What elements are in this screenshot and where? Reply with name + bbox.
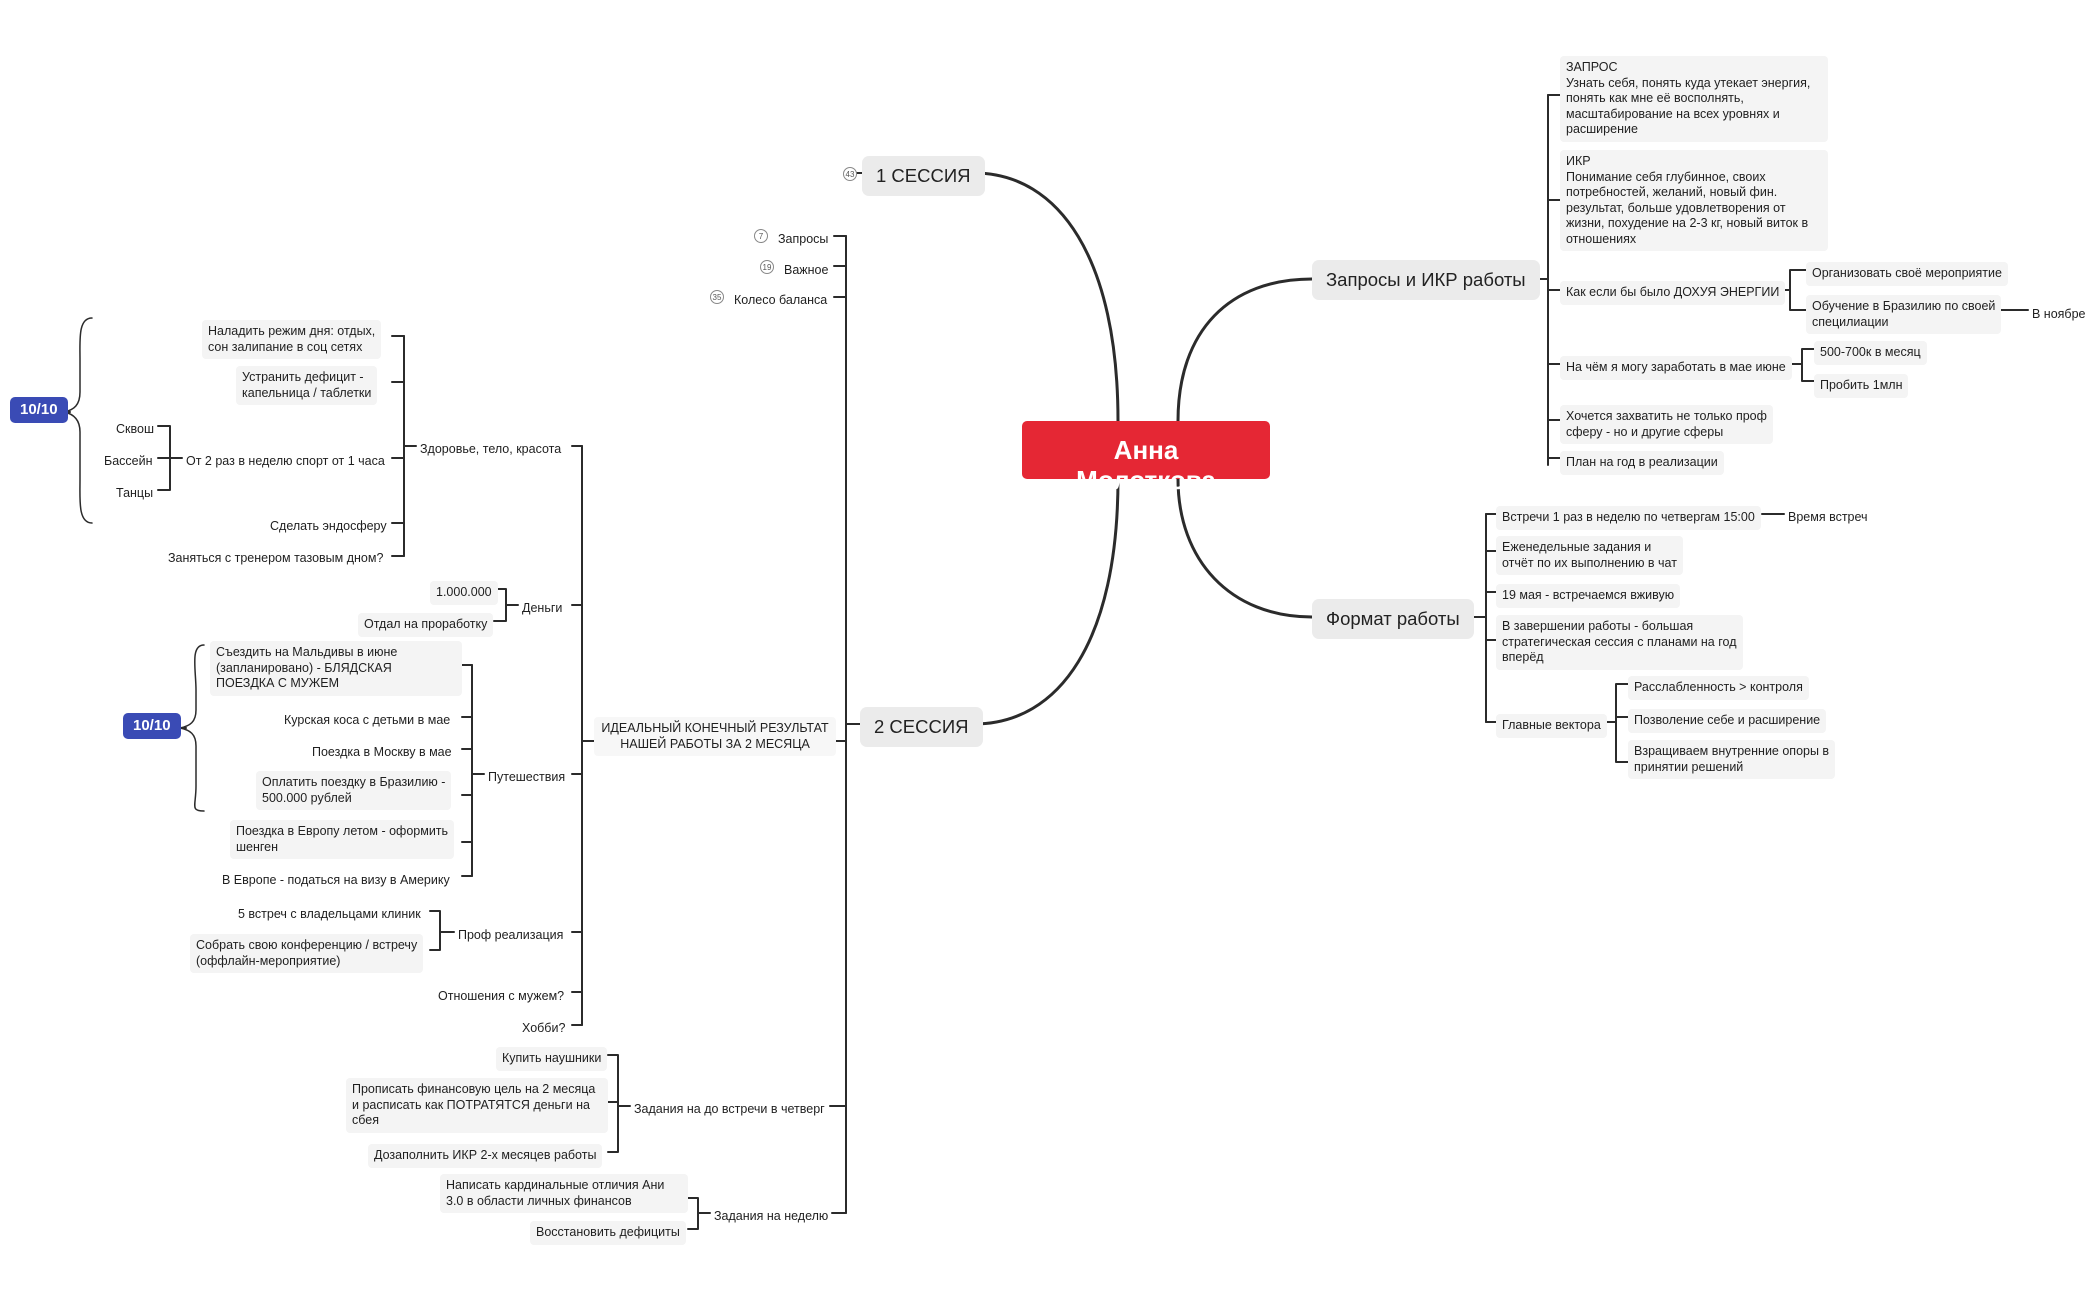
node-europe[interactable]: Поездка в Европу летом - оформить шенген — [230, 820, 455, 859]
node-may19[interactable]: 19 мая - встречаемся вживую — [1496, 584, 1681, 608]
node-sport-dance[interactable]: Танцы — [116, 486, 154, 500]
connector-0 — [972, 171, 1120, 423]
node-health[interactable]: Здоровье, тело, красота — [420, 442, 562, 456]
node-deficit[interactable]: Устранить дефицит - капельница / таблетк… — [236, 366, 378, 405]
topic-session-1[interactable]: 1 СЕССИЯ — [862, 156, 985, 196]
node-weekly[interactable]: Еженедельные задания и отчёт по их выпол… — [1496, 536, 1683, 575]
topic-session-2[interactable]: 2 СЕССИЯ — [860, 707, 983, 747]
node-clinic-meetings[interactable]: 5 встреч с владельцами клиник — [238, 907, 421, 921]
session1-count-badge: 43 — [843, 167, 857, 181]
connector-59 — [607, 1054, 631, 1153]
node-plan[interactable]: План на год в реализации — [1560, 451, 1724, 475]
connector-58 — [429, 910, 455, 951]
node-restore-deficits[interactable]: Восстановить дефициты — [530, 1221, 686, 1245]
node-meeting-time[interactable]: Время встреч — [1788, 510, 1868, 524]
node-energy-event[interactable]: Организовать своё мероприятие — [1806, 262, 2008, 286]
node-november[interactable]: В ноябре — [2032, 307, 2086, 321]
node-vector-allow[interactable]: Позволение себе и расширение — [1628, 709, 1827, 733]
requests-count-badge: 7 — [754, 229, 768, 243]
node-vector-relax[interactable]: Расслабленность > контроля — [1628, 676, 1809, 700]
node-earn[interactable]: На чём я могу заработать в мае июне — [1560, 356, 1792, 380]
node-ikr[interactable]: ИКР Понимание себя глубинное, своих потр… — [1560, 150, 1828, 251]
node-travel[interactable]: Путешествия — [488, 770, 566, 784]
connector-60 — [687, 1197, 711, 1230]
node-balance-wheel[interactable]: Колесо баланса — [734, 293, 828, 307]
node-tasks-thursday[interactable]: Задания на до встречи в четверг — [634, 1102, 825, 1116]
node-kursk[interactable]: Курская коса с детьми в мае — [284, 713, 451, 727]
balance-count-badge: 35 — [710, 290, 724, 304]
connector-49 — [493, 588, 519, 622]
node-husband[interactable]: Отношения с мужем? — [438, 989, 565, 1003]
node-final-session[interactable]: В завершении работы - большая стратегиче… — [1496, 615, 1743, 670]
node-headphones[interactable]: Купить наушники — [496, 1047, 608, 1071]
node-hobby[interactable]: Хобби? — [522, 1021, 566, 1035]
connector-14 — [1791, 348, 1815, 382]
topic-requests-ikr[interactable]: Запросы и ИКР работы — [1312, 260, 1540, 300]
node-pelvic[interactable]: Заняться с тренером тазовым дном? — [168, 551, 384, 565]
node-brazil-trip[interactable]: Оплатить поездку в Бразилию - 500.000 ру… — [256, 771, 452, 810]
node-request[interactable]: ЗАПРОС Узнать себя, понять куда утекает … — [1560, 56, 1828, 142]
node-differences[interactable]: Написать кардинальные отличия Ани 3.0 в … — [440, 1174, 688, 1213]
connector-3 — [1176, 477, 1314, 619]
node-sport-pool[interactable]: Бассейн — [104, 454, 153, 468]
node-vectors[interactable]: Главные вектора — [1496, 714, 1607, 738]
node-ideal-result[interactable]: ИДЕАЛЬНЫЙ КОНЕЧНЫЙ РЕЗУЛЬТАТ НАШЕЙ РАБОТ… — [594, 717, 836, 756]
connector-2 — [1176, 277, 1314, 423]
node-requests[interactable]: Запросы — [778, 232, 829, 246]
node-moscow[interactable]: Поездка в Москву в мае — [312, 745, 452, 759]
root-topic[interactable]: Анна Молоткова — [1022, 421, 1270, 495]
node-energy[interactable]: Как если бы было ДОХУЯ ЭНЕРГИИ — [1560, 281, 1786, 305]
connector-61 — [63, 317, 93, 524]
node-routine[interactable]: Наладить режим дня: отдых, сон залипание… — [202, 320, 382, 359]
node-meetings[interactable]: Встречи 1 раз в неделю по четвергам 15:0… — [1496, 506, 1761, 530]
connector-23 — [1603, 683, 1629, 763]
score-badge-travel: 10/10 — [123, 713, 181, 739]
node-financial-goal[interactable]: Прописать финансовую цель на 2 месяца и … — [346, 1078, 608, 1133]
node-usa-visa[interactable]: В Европе - податься на визу в Америку — [222, 873, 450, 887]
node-maldives[interactable]: Съездить на Мальдивы в июне (запланирова… — [210, 641, 462, 696]
node-sport-squash[interactable]: Сквош — [116, 422, 154, 436]
topic-work-format[interactable]: Формат работы — [1312, 599, 1474, 639]
important-count-badge: 19 — [760, 260, 774, 274]
node-money-1m[interactable]: 1.000.000 — [430, 581, 498, 605]
node-conference[interactable]: Собрать свою конференцию / встречу (оффл… — [190, 934, 424, 973]
node-money-work[interactable]: Отдал на проработку — [358, 613, 494, 637]
node-prof[interactable]: Проф реализация — [458, 928, 564, 942]
node-earn-1m[interactable]: Пробить 1млн — [1814, 374, 1909, 398]
node-fill-ikr[interactable]: Дозаполнить ИКР 2-х месяцев работы — [368, 1144, 603, 1168]
node-important[interactable]: Важное — [784, 263, 829, 277]
node-capture[interactable]: Хочется захватить не только проф сферу -… — [1560, 405, 1773, 444]
connector-1 — [972, 477, 1120, 726]
connector-48 — [157, 425, 183, 491]
score-badge-health: 10/10 — [10, 397, 68, 423]
node-energy-brazil[interactable]: Обучение в Бразилию по своей специлиации — [1806, 295, 2002, 334]
node-tasks-week[interactable]: Задания на неделю — [714, 1209, 829, 1223]
node-vector-support[interactable]: Взращиваем внутренние опоры в принятии р… — [1628, 740, 1836, 779]
node-sport[interactable]: От 2 раз в неделю спорт от 1 часа — [186, 454, 385, 468]
node-money[interactable]: Деньги — [522, 601, 563, 615]
node-earn-500[interactable]: 500-700к в месяц — [1814, 341, 1927, 365]
node-endosphere[interactable]: Сделать эндосферу — [270, 519, 387, 533]
